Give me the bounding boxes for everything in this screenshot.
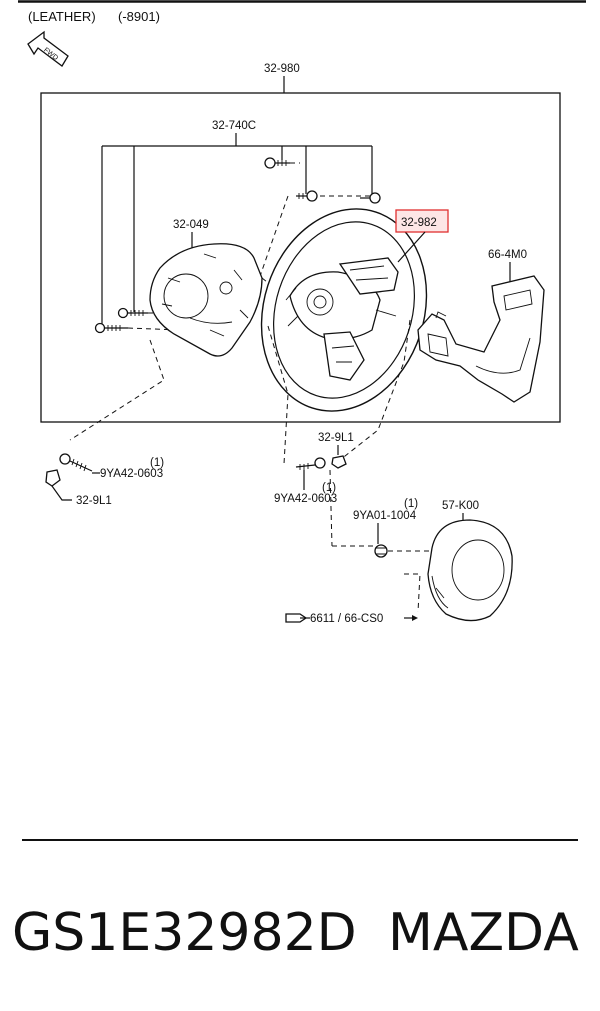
callout-assembly: 32-980 bbox=[264, 63, 300, 75]
brand-name: MAZDA bbox=[388, 903, 579, 963]
nut-left bbox=[45, 469, 61, 487]
highlight-box bbox=[395, 209, 449, 233]
screw-mid bbox=[296, 190, 318, 202]
callout-bolt-airbag-qty: (1) bbox=[404, 498, 418, 510]
rear-cover bbox=[149, 243, 263, 357]
screw-set-leader bbox=[101, 133, 373, 330]
callout-bolt-right-qty: (1) bbox=[322, 482, 336, 494]
steering-wheel bbox=[260, 208, 428, 412]
callout-airbag: 57-K00 bbox=[442, 500, 479, 512]
screw-top bbox=[264, 157, 290, 169]
screw-left-upper bbox=[117, 307, 148, 319]
callout-bolt-left-qty: (1) bbox=[150, 457, 164, 469]
bolt-airbag bbox=[374, 544, 388, 558]
switch-bezel bbox=[417, 275, 545, 403]
header-serial: (-8901) bbox=[118, 9, 160, 24]
reference-hand-icon bbox=[285, 613, 310, 623]
callout-highlighted: 32-982 bbox=[401, 217, 437, 229]
part-number: GS1E32982D bbox=[12, 903, 357, 963]
callout-nut-left: 32-9L1 bbox=[76, 495, 112, 507]
fwd-arrow-icon: FWD bbox=[27, 30, 69, 67]
callout-bolt-left: 9YA42-0603 bbox=[100, 468, 163, 480]
callout-nut-right: 32-9L1 bbox=[318, 432, 354, 444]
callout-bolt-airbag: 9YA01-1004 bbox=[353, 510, 417, 522]
callout-reference: 6611 / 66-CS0 bbox=[310, 613, 383, 625]
bolt-left bbox=[59, 453, 93, 472]
screw-right bbox=[360, 192, 381, 204]
airbag-module bbox=[427, 519, 513, 622]
header-variant: (LEATHER) bbox=[28, 9, 96, 24]
nut-right bbox=[331, 455, 347, 469]
callout-bolt-right: 9YA42-0603 bbox=[274, 493, 337, 505]
callout-screw-set: 32-740C bbox=[212, 120, 256, 132]
callout-cover: 32-049 bbox=[173, 219, 209, 231]
screw-left-lower bbox=[94, 322, 128, 334]
bolt-right bbox=[295, 457, 326, 470]
callout-switch: 66-4M0 bbox=[488, 249, 527, 261]
assembly-frame bbox=[40, 92, 561, 423]
